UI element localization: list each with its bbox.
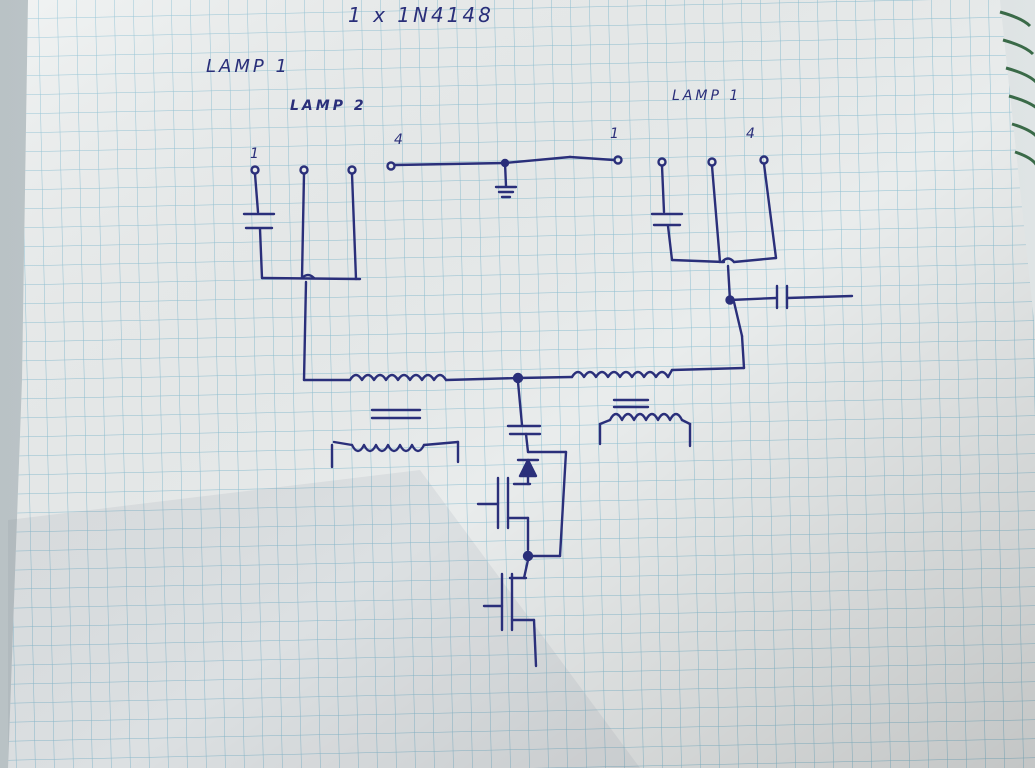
pin-label-4-center: 4 [394,132,406,148]
note-top: 1 x 1N4148 [348,3,494,27]
note-lamp2: LAMP 2 [290,98,367,114]
pin-label-4-right: 4 [746,126,758,142]
pin-label-1-center: 1 [610,126,622,142]
spiral-binding [999,10,1035,166]
pin-label-1: 1 [250,146,262,162]
note-lamp1-right: LAMP 1 [672,88,741,104]
note-lamp1-left: LAMP 1 [206,56,290,77]
paper-sheet [8,0,1035,768]
schematic-drawing [242,155,854,668]
